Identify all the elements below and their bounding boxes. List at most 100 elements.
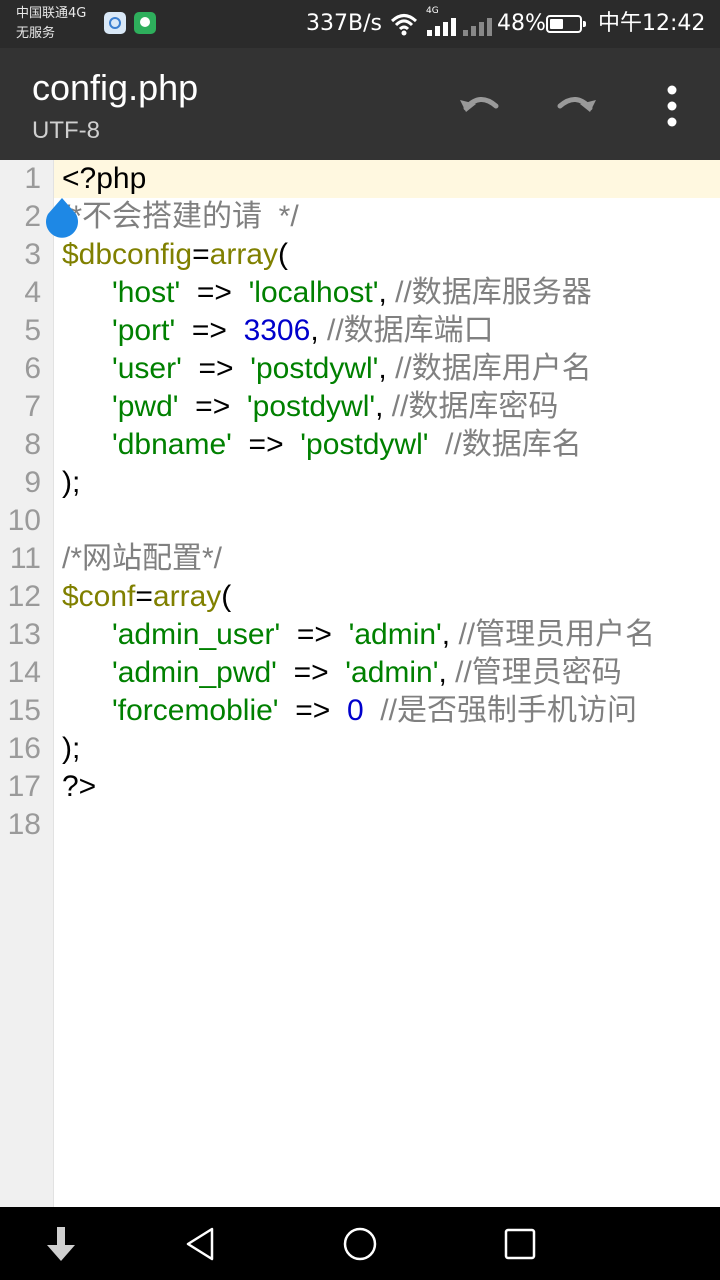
- back-icon[interactable]: [180, 1223, 222, 1265]
- line-number: 4: [24, 276, 41, 309]
- code-token: );: [62, 732, 81, 765]
- code-token: [364, 694, 381, 727]
- carrier-status: 无服务: [16, 26, 56, 41]
- code-token: 'admin': [348, 618, 442, 651]
- code-token: [62, 352, 112, 385]
- code-token: array: [152, 580, 222, 613]
- line-number: 11: [9, 542, 41, 575]
- signal-empty-icon: [463, 18, 492, 36]
- redo-icon[interactable]: [548, 78, 604, 134]
- line-number: 10: [7, 504, 41, 537]
- code-token: /*不会搭建的请 */: [62, 200, 299, 233]
- line-number: 17: [7, 770, 41, 803]
- code-token: $conf: [62, 580, 136, 613]
- hide-keyboard-icon[interactable]: [40, 1223, 82, 1265]
- code-token: <?php: [62, 162, 147, 195]
- code-token: =>: [231, 428, 301, 461]
- code-token: ,: [441, 618, 459, 651]
- code-line[interactable]: );: [62, 464, 80, 502]
- code-token: 'dbname': [112, 428, 232, 461]
- line-number: 8: [24, 428, 41, 461]
- code-token: );: [62, 466, 81, 499]
- code-line[interactable]: <?php: [62, 160, 146, 198]
- line-number: 1: [24, 162, 41, 195]
- code-token: =>: [178, 390, 247, 423]
- status-bar: 中国联通4G 无服务 337B/s 4G 48% 中午12:42: [0, 0, 720, 48]
- code-token: 'admin': [345, 656, 439, 689]
- code-line[interactable]: $dbconfig=array(: [62, 236, 288, 274]
- code-token: 'admin_user': [112, 618, 281, 651]
- code-token: //数据库名: [445, 428, 582, 461]
- code-token: 'host': [112, 276, 181, 309]
- navigation-bar: [0, 1207, 720, 1280]
- code-token: //数据库用户名: [395, 352, 592, 385]
- signal-strength-icon: [427, 18, 456, 36]
- code-token: 'postdywl': [300, 428, 429, 461]
- text-cursor-handle[interactable]: [42, 196, 82, 240]
- code-token: //管理员用户名: [458, 618, 656, 651]
- code-token: =>: [278, 694, 347, 727]
- code-line[interactable]: $conf=array(: [62, 578, 231, 616]
- home-icon[interactable]: [339, 1223, 381, 1265]
- code-token: =>: [175, 314, 244, 347]
- app-bar: config.php UTF-8: [0, 48, 720, 160]
- code-token: =>: [180, 276, 249, 309]
- wechat-icon: [134, 12, 156, 34]
- code-line[interactable]: 'admin_user' => 'admin', //管理员用户名: [62, 616, 655, 654]
- code-line[interactable]: /*网站配置*/: [62, 540, 222, 578]
- code-token: 0: [346, 694, 364, 727]
- code-token: //数据库服务器: [395, 276, 592, 309]
- line-number: 12: [7, 580, 41, 613]
- code-token: ,: [378, 352, 396, 385]
- line-number: 2: [24, 200, 41, 233]
- code-token: (: [278, 238, 288, 271]
- code-token: =>: [181, 352, 251, 385]
- code-token: /*网站配置*/: [62, 542, 223, 575]
- network-speed: 337B/s: [306, 11, 382, 36]
- code-token: [62, 276, 112, 309]
- carrier-name: 中国联通4G: [16, 6, 87, 21]
- code-line[interactable]: 'port' => 3306, //数据库端口: [62, 312, 494, 350]
- code-line[interactable]: );: [62, 730, 80, 768]
- code-token: [62, 428, 112, 461]
- line-number: 13: [7, 618, 41, 651]
- code-token: //是否强制手机访问: [380, 694, 637, 727]
- line-number: 18: [7, 808, 41, 841]
- code-token: =: [192, 238, 210, 271]
- current-line-highlight: [54, 160, 720, 198]
- code-line[interactable]: 'forcemoblie' => 0 //是否强制手机访问: [62, 692, 637, 730]
- recents-icon[interactable]: [499, 1223, 541, 1265]
- code-token: [62, 390, 112, 423]
- line-number: 7: [24, 390, 41, 423]
- code-token: (: [221, 580, 232, 613]
- code-line[interactable]: /*不会搭建的请 */: [62, 198, 299, 236]
- code-line[interactable]: 'pwd' => 'postdywl', //数据库密码: [62, 388, 558, 426]
- code-line[interactable]: 'user' => 'postdywl', //数据库用户名: [62, 350, 592, 388]
- code-token: 'postdywl': [246, 390, 376, 423]
- code-line[interactable]: 'admin_pwd' => 'admin', //管理员密码: [62, 654, 622, 692]
- file-encoding[interactable]: UTF-8: [32, 117, 100, 144]
- code-token: [428, 428, 445, 461]
- code-line[interactable]: 'dbname' => 'postdywl' //数据库名: [62, 426, 582, 464]
- line-number: 5: [24, 314, 41, 347]
- code-token: =>: [276, 656, 346, 689]
- code-token: ,: [438, 656, 456, 689]
- code-token: $dbconfig: [62, 238, 193, 271]
- undo-icon[interactable]: [452, 78, 508, 134]
- code-line[interactable]: 'host' => 'localhost', //数据库服务器: [62, 274, 592, 312]
- code-token: //数据库端口: [326, 314, 494, 347]
- code-line[interactable]: ?>: [62, 768, 96, 806]
- code-token: //数据库密码: [391, 390, 559, 423]
- code-token: 'port': [112, 314, 176, 347]
- line-number: 6: [24, 352, 41, 385]
- code-token: =>: [280, 618, 349, 651]
- file-name: config.php: [32, 67, 199, 108]
- code-token: ,: [378, 276, 396, 309]
- line-number: 15: [7, 694, 41, 727]
- line-number: 9: [24, 466, 41, 499]
- network-type: 4G: [426, 6, 439, 16]
- code-token: 'postdywl': [250, 352, 379, 385]
- more-vert-icon[interactable]: [644, 78, 700, 134]
- clock: 中午12:42: [598, 11, 706, 36]
